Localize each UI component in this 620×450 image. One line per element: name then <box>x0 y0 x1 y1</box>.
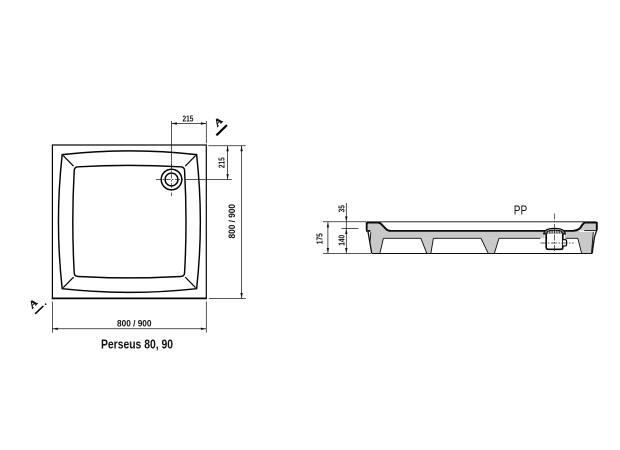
svg-text:800 / 900: 800 / 900 <box>117 319 152 329</box>
svg-text:215: 215 <box>183 115 194 124</box>
svg-text:175: 175 <box>316 233 325 244</box>
svg-text:Perseus 80, 90: Perseus 80, 90 <box>101 337 173 352</box>
svg-text:140: 140 <box>338 234 347 245</box>
svg-text:PP: PP <box>514 203 527 218</box>
svg-text:A: A <box>26 297 40 311</box>
svg-text:215: 215 <box>217 157 226 168</box>
svg-text:35: 35 <box>338 205 347 213</box>
svg-text:800 / 900: 800 / 900 <box>227 204 237 239</box>
